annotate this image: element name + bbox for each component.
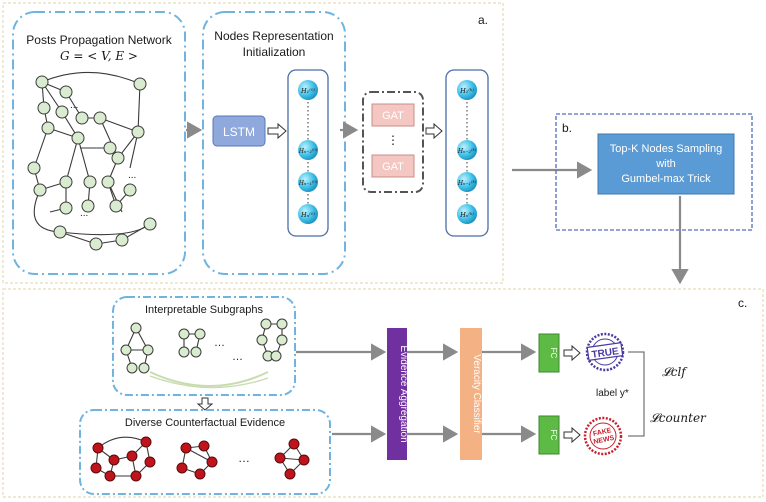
loss-bracket [628,351,645,437]
hk-1-label: H₁⁽ᵏ⁾ [459,87,474,95]
hollow-arrow-lstm [267,122,287,140]
propagation-dots-2: ... [128,170,136,181]
true-stamp-text: TRUE [591,346,620,361]
panel-b-label: b. [562,121,572,135]
h0-n-1-label: Hₙ₋₁⁽⁰⁾ [298,180,318,187]
propagation-formula: G = < V, E > [60,49,138,63]
counterfactual-box [79,409,331,495]
subgraphs-box [112,296,296,396]
hk-n-1-label: Hₙ₋₁⁽ᵏ⁾ [457,180,477,187]
panel-c-label: c. [738,296,747,310]
sampling-line1: Top-K Nodes Sampling [610,143,723,155]
hk-n-label: Hₙ⁽ᵏ⁾ [459,211,474,219]
fake-news-stamp [583,416,623,456]
panel-c-border [2,288,764,498]
h0-n-label: Hₙ⁽⁰⁾ [300,211,316,219]
panel-b-border [555,113,753,231]
loss-clf: 𝓛clf [662,365,688,379]
gat-box [362,91,424,193]
propagation-network-box [12,11,186,275]
hk-n-2-label: Hₙ₋₂⁽ᵏ⁾ [457,148,477,155]
sampling-line2: with [655,158,676,170]
init-box [202,11,346,275]
h0-nodes [298,80,318,224]
hollow-arrow-fc-top [563,344,581,362]
counterfactual-title: Diverse Counterfactual Evidence [125,417,285,429]
hk-nodes [457,80,477,224]
counterfactual-dots: … [238,451,250,465]
aggregation-label: Evidence Aggregation [398,345,409,442]
gat-layer-bottom [371,154,415,178]
subgraphs-title: Interpretable Subgraphs [145,304,264,316]
fake-stamp-line1: FAKE [592,427,612,438]
hollow-arrow-fc-bottom [563,426,581,444]
panel-a-border [2,2,504,284]
subgraphs-graphs [120,318,288,389]
gat-layer-top [371,103,415,127]
loss-label: label y* [596,388,629,399]
classifier-bar [460,328,482,460]
h0-1-label: H₁⁽⁰⁾ [300,87,315,95]
fake-stamp-line2: NEWS [593,435,615,446]
fc-top-label: FC [549,348,558,359]
classifier-label: Veracity Classifier [471,354,482,434]
hollow-arrow-gat [425,122,443,140]
subgraphs-dots-1: … [214,337,225,349]
gat-label-bottom: GAT [382,161,404,173]
init-title-line1: Nodes Representation [214,29,333,43]
h0-n-2-label: Hₙ₋₂⁽⁰⁾ [298,148,318,155]
fc-bottom-label: FC [549,430,558,441]
panel-a-label: a. [478,13,488,27]
sampling-box [597,133,735,195]
sampling-line3: Gumbel-max Trick [621,173,711,185]
propagation-dots-1: ... [70,100,78,111]
propagation-title: Posts Propagation Network [26,33,172,47]
counterfactual-graphs [90,436,310,482]
propagation-dots-3: ... [80,208,88,219]
subgraphs-dots-2: … [232,351,243,363]
true-stamp [585,332,625,372]
lstm-box [212,115,266,147]
fc-top-box [538,333,560,373]
aggregation-bar [387,328,407,460]
fc-bottom-box [538,415,560,455]
hollow-arrow-down [196,397,214,411]
init-title-line2: Initialization [243,45,306,59]
loss-counter: 𝓛counter [650,411,707,425]
gat-dots: ⋮ [387,133,399,147]
propagation-graph [27,71,157,251]
gat-label-top: GAT [382,110,404,122]
lstm-label: LSTM [223,125,255,139]
